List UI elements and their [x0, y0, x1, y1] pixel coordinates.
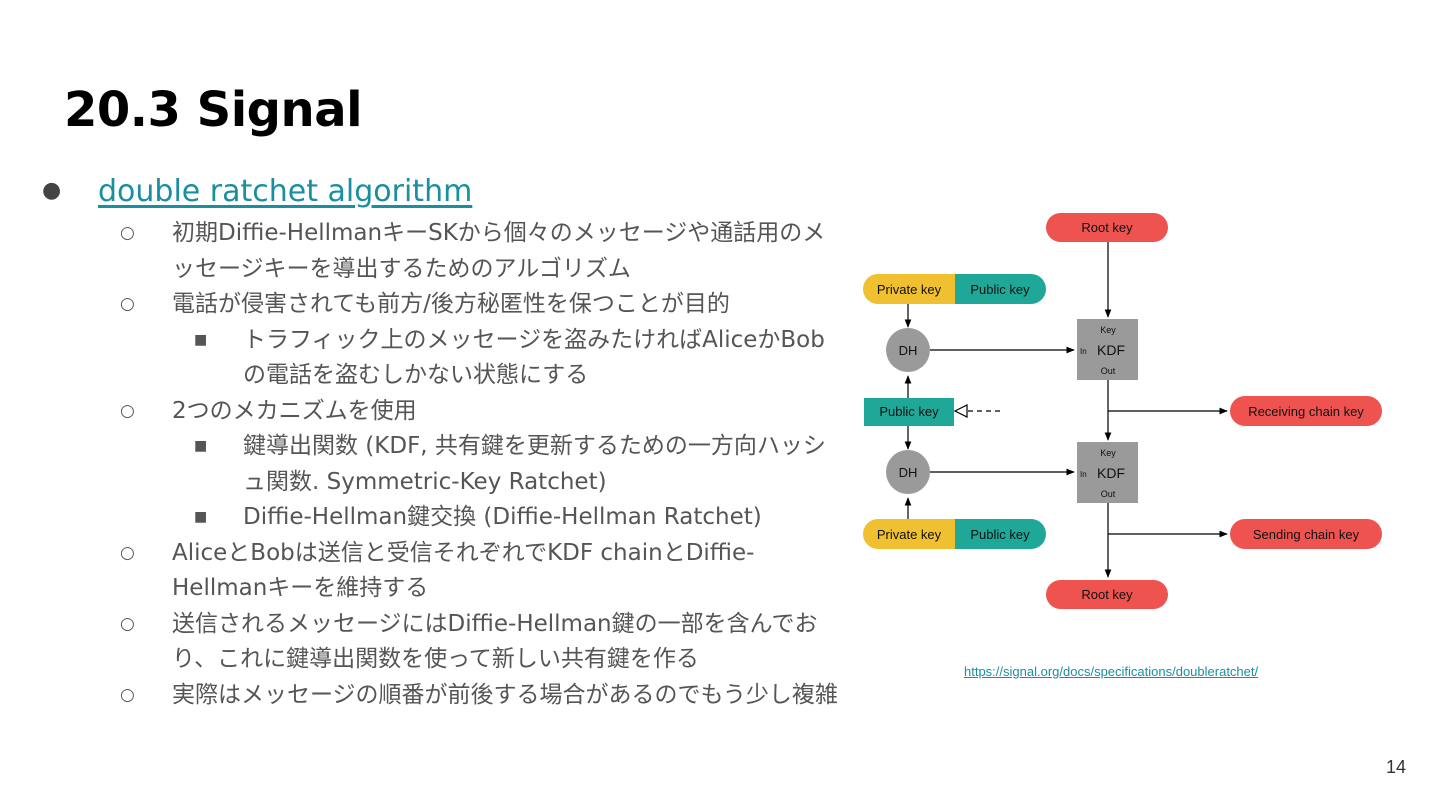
- root-key-top-label: Root key: [1081, 220, 1133, 235]
- bullet-top: ● double ratchet algorithm: [42, 172, 842, 216]
- receiving-chain-key: [1230, 396, 1382, 426]
- dh-1-label: DH: [899, 343, 918, 358]
- dh-2-label: DH: [899, 465, 918, 480]
- public-key-2: [955, 519, 1046, 549]
- bullet-item: ○ 2つのメカニズムを使用: [42, 394, 842, 430]
- bullet-marker: ○: [120, 613, 135, 634]
- public-key-1: [955, 274, 1046, 304]
- kdf-2-label: KDF: [1097, 465, 1125, 481]
- bullet-item: ○ 送信されるメッセージにはDiffie-Hellman鍵の一部を含んでおり、これ…: [42, 607, 842, 678]
- public-key-2-label: Public key: [970, 527, 1030, 542]
- bullet-text: Diffie-Hellman鍵交換 (Diffie-Hellman Ratche…: [243, 504, 762, 530]
- bullet-marker: ○: [120, 223, 135, 243]
- sending-chain-key: [1230, 519, 1382, 549]
- double-ratchet-link[interactable]: double ratchet algorithm: [98, 174, 473, 209]
- kdf-1-out-label: Out: [1101, 366, 1116, 376]
- bullet-item: ■ Diffie-Hellman鍵交換 (Diffie-Hellman Ratch…: [42, 500, 842, 536]
- bullet-item: ○ AliceとBobは送信と受信それぞれでKDF chainとDiffie-He…: [42, 536, 842, 607]
- bullet-marker: ○: [120, 400, 135, 421]
- bullet-marker: ■: [194, 509, 208, 525]
- bullet-text: 鍵導出関数 (KDF, 共有鍵を更新するための一方向ハッシュ関数. Symmet…: [243, 433, 826, 495]
- bullet-item: ○ 実際はメッセージの順番が前後する場合があるのでもう少し複雑: [42, 678, 842, 714]
- private-key-2-label: Private key: [877, 527, 942, 542]
- bullet-marker: ■: [194, 331, 208, 348]
- bullet-marker: ○: [120, 542, 135, 563]
- kdf-1-in-label: In: [1080, 347, 1087, 356]
- kdf-2: [1077, 442, 1138, 503]
- private-key-1: [863, 274, 955, 304]
- public-key-mid: [864, 398, 954, 426]
- root-key-top: [1046, 213, 1168, 242]
- bullet-text: 電話が侵害されても前方/後方秘匿性を保つことが目的: [172, 291, 730, 317]
- public-key-mid-label: Public key: [879, 404, 939, 419]
- kdf-1-label: KDF: [1097, 342, 1125, 358]
- receiving-chain-key-label: Receiving chain key: [1248, 404, 1364, 419]
- bullet-list: ● double ratchet algorithm ○ 初期Diffie-Hel…: [42, 172, 842, 713]
- bullet-marker: ■: [194, 438, 208, 454]
- bullet-text: AliceとBobは送信と受信それぞれでKDF chainとDiffie-Hel…: [172, 539, 755, 602]
- sending-chain-key-label: Sending chain key: [1253, 527, 1360, 542]
- source-link[interactable]: https://signal.org/docs/specifications/d…: [964, 664, 1259, 679]
- kdf-2-key-label: Key: [1100, 448, 1116, 458]
- kdf-2-in-label: In: [1080, 470, 1087, 479]
- bullet-item: ○ 電話が侵害されても前方/後方秘匿性を保つことが目的: [42, 287, 842, 323]
- root-key-bottom-label: Root key: [1081, 587, 1133, 602]
- dh-1: [886, 328, 930, 372]
- bullet-text: トラフィック上のメッセージを盗みたければAliceかBobの電話を盗むしかない状…: [243, 326, 825, 389]
- bullet-text: 2つのメカニズムを使用: [172, 397, 417, 424]
- bullet-item: ■ 鍵導出関数 (KDF, 共有鍵を更新するための一方向ハッシュ関数. Symme…: [42, 429, 842, 500]
- public-key-1-label: Public key: [970, 282, 1030, 297]
- bullet-item: ■ トラフィック上のメッセージを盗みたければAliceかBobの電話を盗むしかない…: [42, 323, 842, 394]
- bullet-marker: ○: [120, 294, 135, 314]
- connectors: [904, 242, 1228, 578]
- kdf-2-out-label: Out: [1101, 489, 1116, 499]
- bullet-text: 実際はメッセージの順番が前後する場合があるのでもう少し複雑: [172, 681, 838, 708]
- private-key-1-label: Private key: [877, 282, 942, 297]
- bullet-marker: ○: [120, 684, 135, 705]
- bullet-text: 送信されるメッセージにはDiffie-Hellman鍵の一部を含んでおり、これに…: [172, 610, 818, 673]
- private-key-2: [863, 519, 955, 549]
- bullet-item: ○ 初期Diffie-HellmanキーSKから個々のメッセージや通話用のメッセー…: [42, 216, 842, 287]
- kdf-1-key-label: Key: [1100, 325, 1116, 335]
- bullet-marker: ●: [42, 178, 62, 203]
- bullet-text: 初期Diffie-HellmanキーSKから個々のメッセージや通話用のメッセージ…: [172, 220, 826, 282]
- slide-title: 20.3 Signal: [64, 82, 363, 138]
- hollow-arrowhead: [953, 404, 968, 418]
- kdf-1: [1077, 319, 1138, 380]
- double-ratchet-diagram: Root key Private key Public key DH Key I…: [863, 213, 1382, 609]
- dh-2: [886, 450, 930, 494]
- root-key-bottom: [1046, 580, 1168, 609]
- page-number: 14: [1385, 757, 1406, 777]
